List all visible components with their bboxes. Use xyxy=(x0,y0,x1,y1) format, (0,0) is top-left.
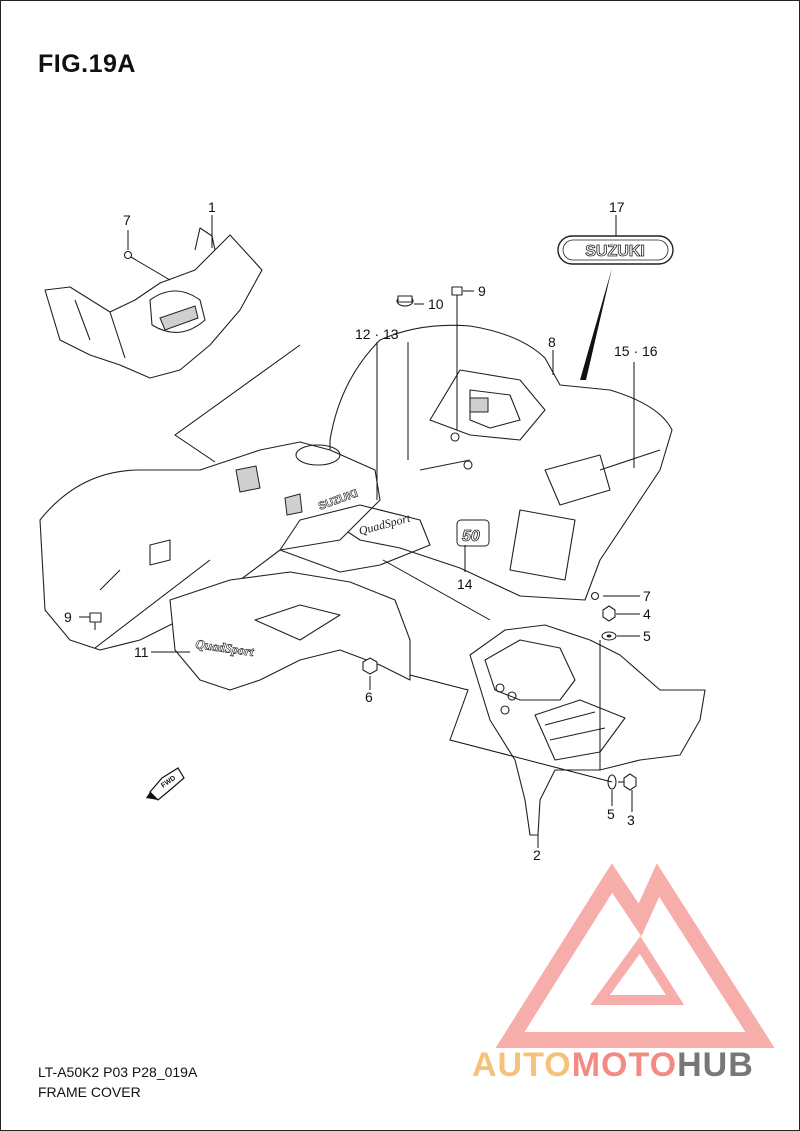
bolt-4-icon xyxy=(602,605,616,622)
callout-5-top: 5 xyxy=(643,628,651,644)
fwd-arrow-icon: FWD xyxy=(146,767,185,801)
callout-2: 2 xyxy=(533,847,541,863)
watermark-hub: HUB xyxy=(677,1046,754,1084)
callout-8: 8 xyxy=(548,334,556,350)
callout-9-left: 9 xyxy=(64,609,72,625)
nut-6-icon xyxy=(362,657,378,675)
callout-14: 14 xyxy=(457,576,473,592)
callout-9-top: 9 xyxy=(478,283,486,299)
bolt-3-icon xyxy=(618,773,637,791)
callout-11: 11 xyxy=(134,644,149,660)
suzuki-badge-text: SUZUKI xyxy=(585,243,645,260)
part-front-fender xyxy=(39,441,431,691)
callout-6: 6 xyxy=(365,689,373,705)
callout-3: 3 xyxy=(627,812,635,828)
diagram-code: LT-A50K2 P03 P28_019A xyxy=(38,1064,198,1080)
callout-5-bottom: 5 xyxy=(607,806,615,822)
callout-7-top: 7 xyxy=(123,212,131,228)
screw-7-right-icon xyxy=(590,591,600,601)
number-50-decal: 50 xyxy=(462,528,480,545)
washer-5-top-icon xyxy=(601,631,617,641)
callout-4: 4 xyxy=(643,606,651,622)
part-footrest xyxy=(469,624,706,836)
watermark-auto: AUTO xyxy=(472,1046,572,1084)
callout-12-13: 12 · 13 xyxy=(355,326,399,342)
callout-7-right: 7 xyxy=(643,588,651,604)
leader-lines xyxy=(79,215,640,848)
callout-1: 1 xyxy=(208,199,216,215)
callout-10: 10 xyxy=(428,296,444,312)
grommet-10-icon xyxy=(396,295,414,307)
part-rear-fender xyxy=(329,324,673,601)
watermark-logo-icon xyxy=(495,863,775,1048)
part-front-lower-cover xyxy=(44,227,263,379)
watermark-moto: MOTO xyxy=(571,1046,678,1084)
callout-labels: 1 7 17 10 9 12 · 13 8 15 · 16 14 9 11 6 … xyxy=(64,199,658,863)
screw-7-top-icon xyxy=(123,250,137,261)
callout-15-16: 15 · 16 xyxy=(614,343,658,359)
callout-17: 17 xyxy=(609,199,625,215)
figure-title: FIG.19A xyxy=(38,50,136,78)
diagram-name: FRAME COVER xyxy=(38,1084,141,1100)
bolt-9-top-icon xyxy=(451,286,463,302)
watermark-text: AUTOMOTOHUB xyxy=(472,1046,754,1085)
